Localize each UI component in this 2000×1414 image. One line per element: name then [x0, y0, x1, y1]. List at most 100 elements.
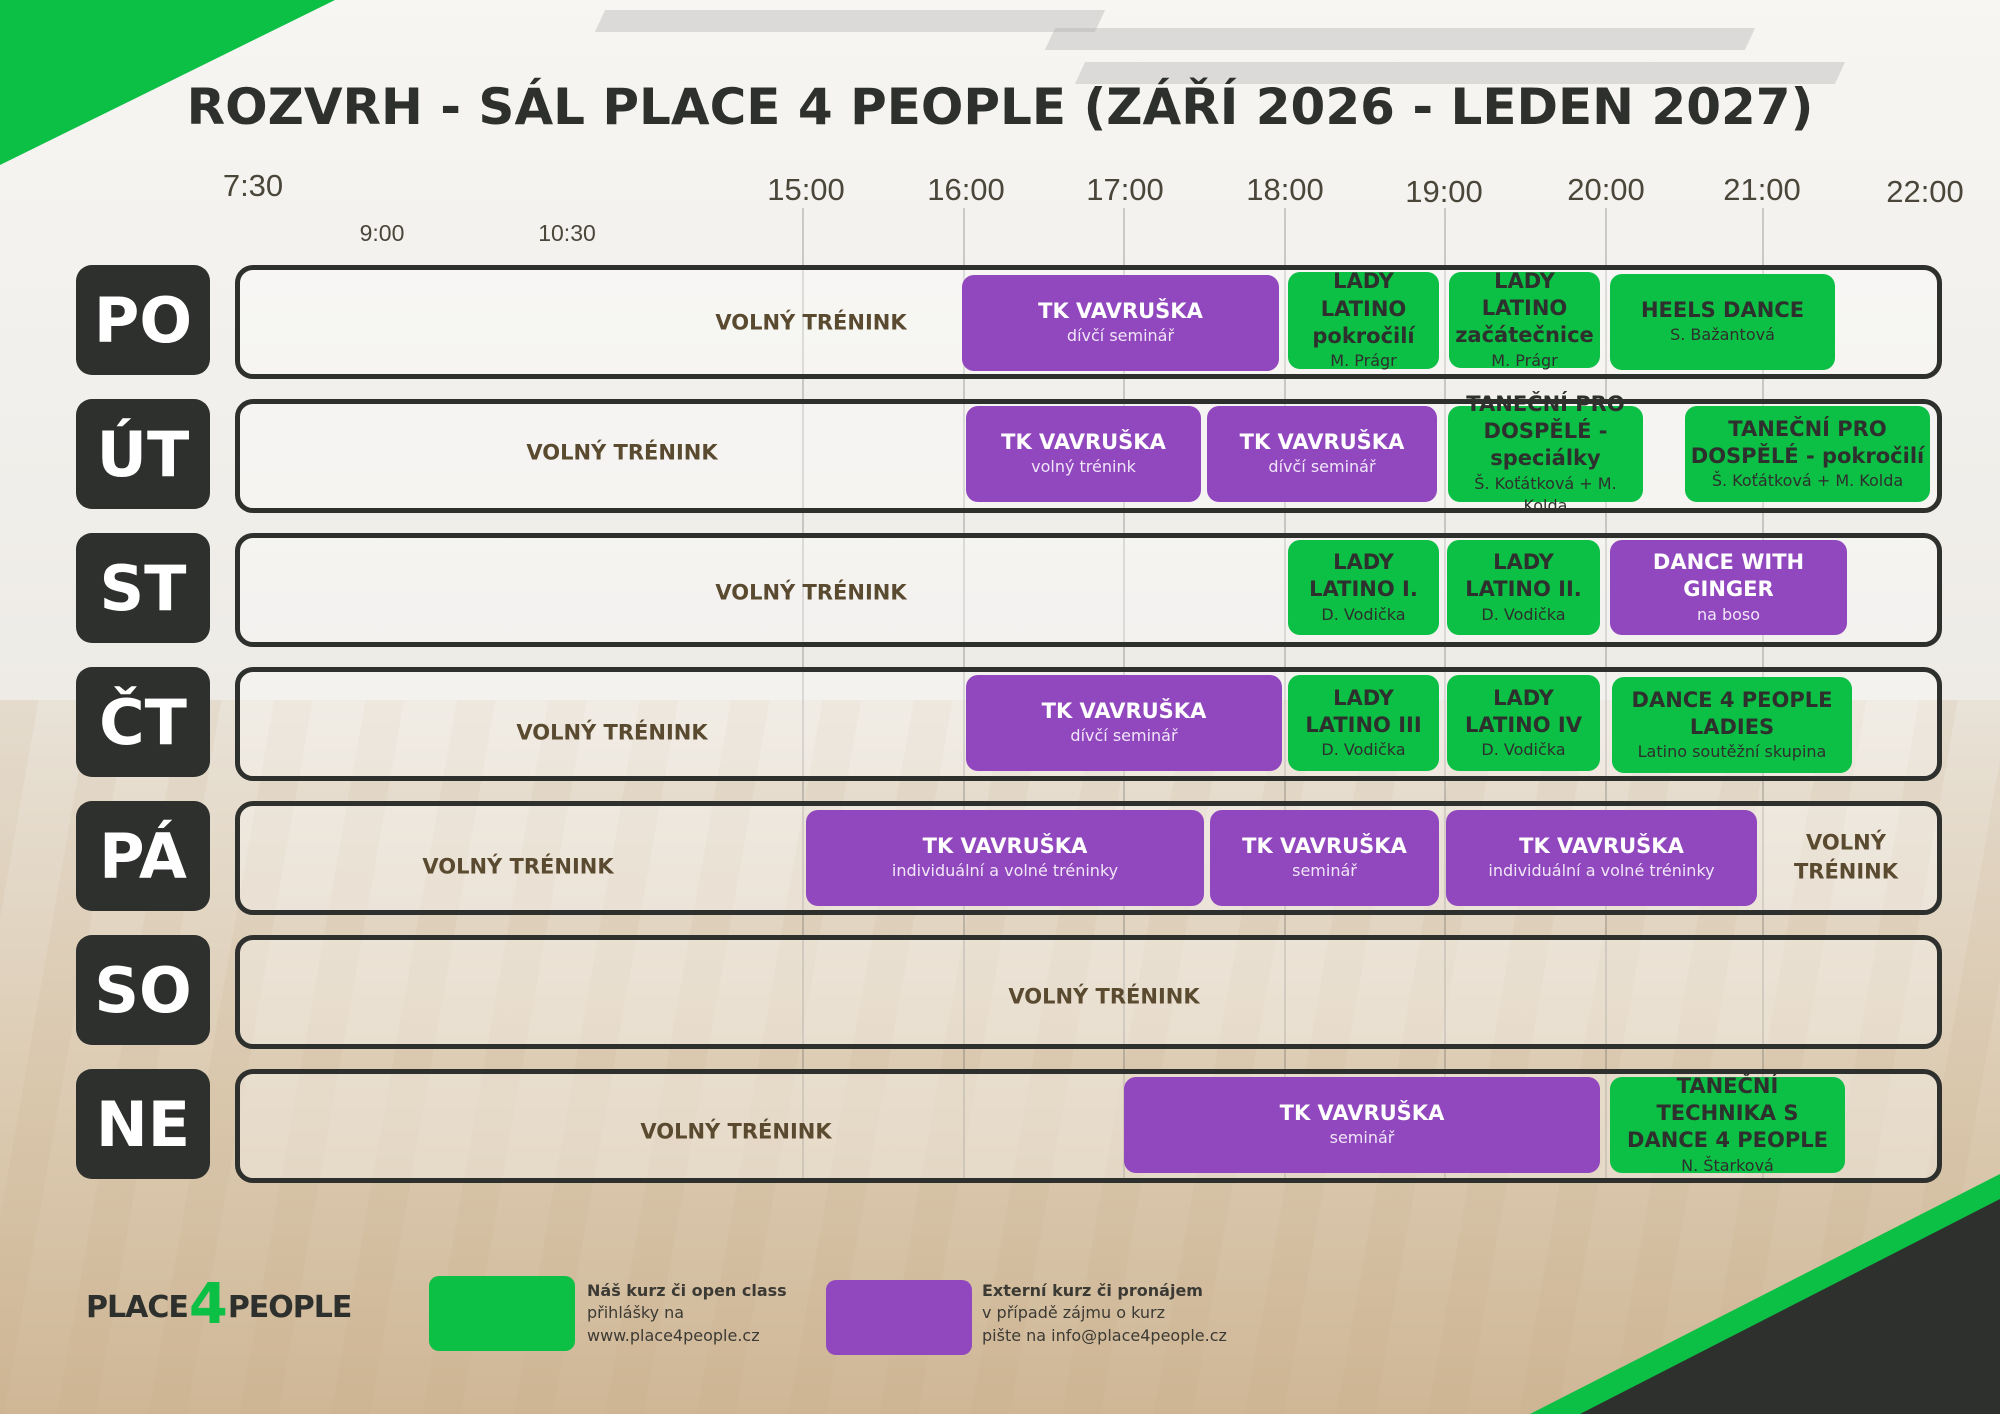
time-gridline [1605, 208, 1607, 1178]
place4people-logo: PLACE4PEOPLE [86, 1266, 353, 1337]
time-label-minor: 10:30 [538, 220, 596, 246]
class-title: LADY LATINO začátečnice [1455, 268, 1594, 348]
class-subtitle: D. Vodička [1321, 604, 1406, 624]
class-title: DANCE 4 PEOPLE LADIES [1631, 687, 1833, 739]
legend-purple-line3: pište na info@place4people.cz [982, 1325, 1227, 1345]
class-block: LADY LATINO pokročilí M. Prágr [1288, 269, 1439, 371]
legend-item-purple: Externí kurz či pronájem v případě zájmu… [982, 1280, 1227, 1347]
logo-text-right: PEOPLE [227, 1290, 353, 1325]
day-badge-čt: ČT [76, 667, 210, 777]
class-block: LADY LATINO I.D. Vodička [1288, 540, 1439, 635]
free-training-label: VOLNÝ TRÉNINK [422, 854, 614, 879]
class-title: TK VAVRUŠKA [1038, 299, 1203, 324]
class-subtitle: seminář [1329, 1128, 1395, 1148]
free-training-label: VOLNÝ TRÉNINK [715, 580, 907, 605]
class-title: DANCE WITH GINGER [1652, 550, 1805, 602]
day-badge-út: ÚT [76, 399, 210, 509]
day-badge-pá: PÁ [76, 801, 210, 911]
time-label-major: 20:00 [1567, 172, 1645, 207]
free-training-label: VOLNÝ TRÉNINK [715, 310, 907, 335]
class-title: LADY LATINO II. [1465, 550, 1582, 602]
class-subtitle: volný trénink [1031, 457, 1136, 477]
class-block: DANCE 4 PEOPLE LADIES Latino soutěžní sku… [1612, 677, 1852, 773]
page-title: ROZVRH - SÁL PLACE 4 PEOPLE (ZÁŘÍ 2026 -… [186, 78, 1814, 136]
class-subtitle: Š. Koťátková + M. Kolda [1474, 473, 1617, 515]
time-label-major: 16:00 [927, 172, 1005, 207]
time-label-major: 22:00 [1886, 174, 1964, 209]
day-badge-po: PO [76, 265, 210, 375]
class-subtitle: individuální a volné tréninky [1488, 861, 1715, 881]
class-subtitle: M. Prágr [1330, 351, 1397, 371]
class-subtitle: M. Prágr [1491, 350, 1558, 370]
time-gridline [963, 208, 965, 1178]
logo-four-figure: 4 [188, 1272, 228, 1337]
legend-swatch-purple [826, 1280, 972, 1355]
day-badge-ne: NE [76, 1069, 210, 1179]
ceiling-beam [594, 10, 1106, 32]
class-block: LADY LATINO II.D. Vodička [1447, 540, 1600, 635]
time-label-major: 15:00 [767, 172, 845, 207]
class-title: LADY LATINO pokročilí [1312, 269, 1415, 348]
legend-swatch-green [429, 1276, 575, 1351]
free-training-label: VOLNÝ TRÉNINK [1008, 984, 1200, 1009]
class-subtitle: seminář [1292, 861, 1357, 881]
class-subtitle: Š. Koťátková + M. Kolda [1711, 471, 1904, 491]
time-gridline [1444, 208, 1446, 1178]
class-block: TANEČNÍ PRO DOSPĚLÉ - pokročilí Š. Koťátk… [1685, 406, 1930, 502]
legend-green-title: Náš kurz či open class [587, 1281, 787, 1300]
class-title: TK VAVRUŠKA [1001, 430, 1166, 455]
time-label-major: 18:00 [1246, 172, 1324, 207]
class-title: TANEČNÍ PRO DOSPĚLÉ - speciálky [1466, 391, 1625, 471]
class-subtitle: dívčí seminář [1268, 457, 1376, 477]
legend-item-green: Náš kurz či open class přihlášky na www.… [587, 1280, 787, 1347]
time-gridline [1284, 208, 1286, 1178]
ceiling-beam [1044, 28, 1756, 50]
corner-accent-top-left [0, 0, 335, 165]
time-label-minor: 9:00 [359, 220, 405, 246]
class-title: TANEČNÍ PRO DOSPĚLÉ - pokročilí [1690, 416, 1925, 468]
legend-purple-title: Externí kurz či pronájem [982, 1281, 1203, 1300]
class-subtitle: Latino soutěžní skupina [1637, 742, 1827, 762]
legend-green-line2: přihlášky na [587, 1303, 685, 1323]
legend-purple-line2: v případě zájmu o kurz [982, 1303, 1166, 1323]
corner-accent-bottom-right-dark [1580, 1199, 2000, 1414]
class-title: TK VAVRUŠKA [922, 834, 1088, 859]
class-title: LADY LATINO IV [1465, 685, 1582, 737]
logo-text-left: PLACE [86, 1290, 189, 1325]
class-title: LADY LATINO III [1305, 685, 1422, 737]
day-badge-so: SO [76, 935, 210, 1045]
class-title: TK VAVRUŠKA [1239, 430, 1405, 455]
class-subtitle: dívčí seminář [1070, 726, 1178, 746]
time-gridline [802, 208, 804, 1178]
day-badge-st: ST [76, 533, 210, 643]
time-label-major: 7:30 [222, 168, 284, 203]
class-title: HEELS DANCE [1640, 298, 1805, 323]
class-title: TK VAVRUŠKA [1041, 699, 1207, 724]
class-subtitle: N. Štarková [1681, 1155, 1774, 1175]
class-subtitle: na boso [1696, 604, 1761, 624]
class-title: TANEČNÍ TECHNIKA S DANCE 4 PEOPLE [1627, 1073, 1828, 1153]
class-title: TK VAVRUŠKA [1242, 834, 1407, 859]
class-title: TK VAVRUŠKA [1279, 1101, 1445, 1126]
free-training-label: VOLNÝ TRÉNINK [516, 720, 708, 745]
time-label-major: 19:00 [1405, 174, 1483, 209]
class-subtitle: D. Vodička [1481, 604, 1566, 624]
class-subtitle: dívčí seminář [1066, 326, 1175, 346]
day-row [235, 935, 1942, 1049]
time-label-major: 17:00 [1086, 172, 1164, 207]
class-title: TK VAVRUŠKA [1519, 834, 1684, 859]
free-training-label: VOLNÝ TRÉNINK [1793, 830, 1899, 884]
